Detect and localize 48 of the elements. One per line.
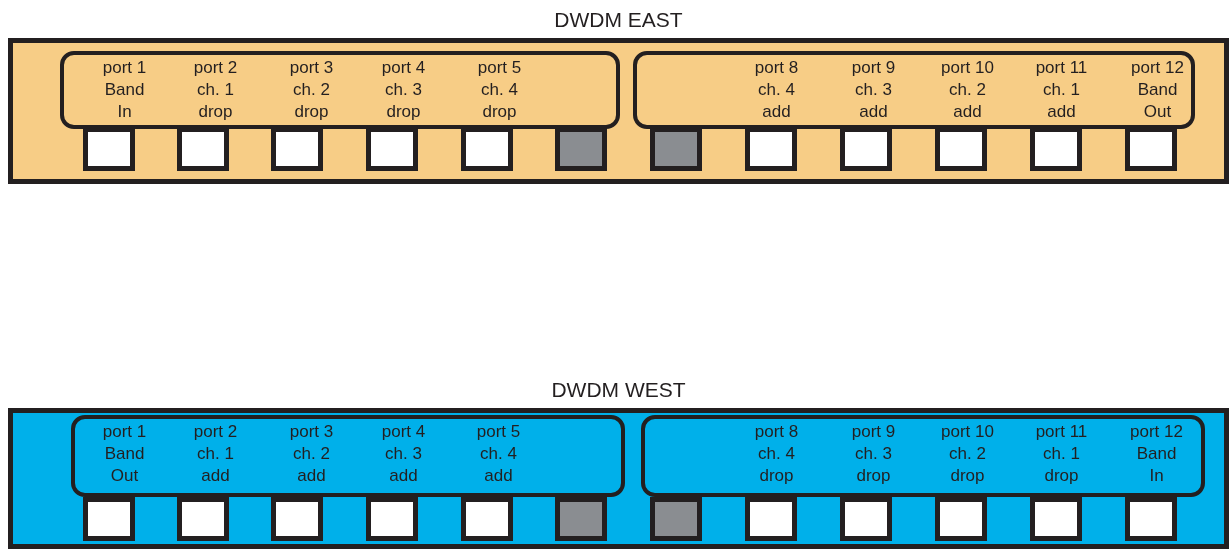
blank-port: [650, 127, 702, 171]
port-label: port 8 ch. 4 add: [753, 57, 800, 123]
blank-port: [650, 497, 702, 541]
port-label: port 11 ch. 1 drop: [1034, 421, 1089, 487]
port-socket: [935, 497, 987, 541]
port-group-frame: [71, 415, 625, 497]
port-label: port 10 ch. 2 add: [940, 57, 995, 123]
port-label: port 11 ch. 1 add: [1034, 57, 1089, 123]
port-socket: [840, 497, 892, 541]
port-label: port 9 ch. 3 add: [850, 57, 897, 123]
port-socket: [745, 127, 797, 171]
blank-port: [555, 497, 607, 541]
port-label: port 9 ch. 3 drop: [850, 421, 897, 487]
port-socket: [745, 497, 797, 541]
port-socket: [83, 497, 135, 541]
port-socket: [83, 127, 135, 171]
port-label: port 3 ch. 2 drop: [288, 57, 335, 123]
port-socket: [1030, 127, 1082, 171]
port-socket: [840, 127, 892, 171]
port-socket: [177, 497, 229, 541]
port-socket: [366, 497, 418, 541]
port-label: port 2 ch. 1 drop: [192, 57, 239, 123]
port-socket: [935, 127, 987, 171]
port-label: port 8 ch. 4 drop: [753, 421, 800, 487]
port-label: port 12 Band Out: [1130, 57, 1185, 123]
port-socket: [461, 497, 513, 541]
port-label: port 10 ch. 2 drop: [940, 421, 995, 487]
port-label: port 12 Band In: [1129, 421, 1184, 487]
port-socket: [1030, 497, 1082, 541]
port-label: port 4 ch. 3 add: [380, 421, 427, 487]
port-group-frame: [641, 415, 1205, 497]
port-label: port 4 ch. 3 drop: [380, 57, 427, 123]
port-socket: [177, 127, 229, 171]
port-socket: [1125, 497, 1177, 541]
port-label: port 2 ch. 1 add: [192, 421, 239, 487]
panel-title: DWDM EAST: [553, 7, 684, 33]
port-socket: [461, 127, 513, 171]
blank-port: [555, 127, 607, 171]
port-label: port 3 ch. 2 add: [288, 421, 335, 487]
port-socket: [1125, 127, 1177, 171]
panel-title: DWDM WEST: [550, 377, 687, 403]
port-label: port 5 ch. 4 add: [475, 421, 522, 487]
port-socket: [271, 127, 323, 171]
port-label: port 1 Band Out: [101, 421, 148, 487]
port-label: port 5 ch. 4 drop: [476, 57, 523, 123]
port-socket: [366, 127, 418, 171]
port-label: port 1 Band In: [101, 57, 148, 123]
port-socket: [271, 497, 323, 541]
